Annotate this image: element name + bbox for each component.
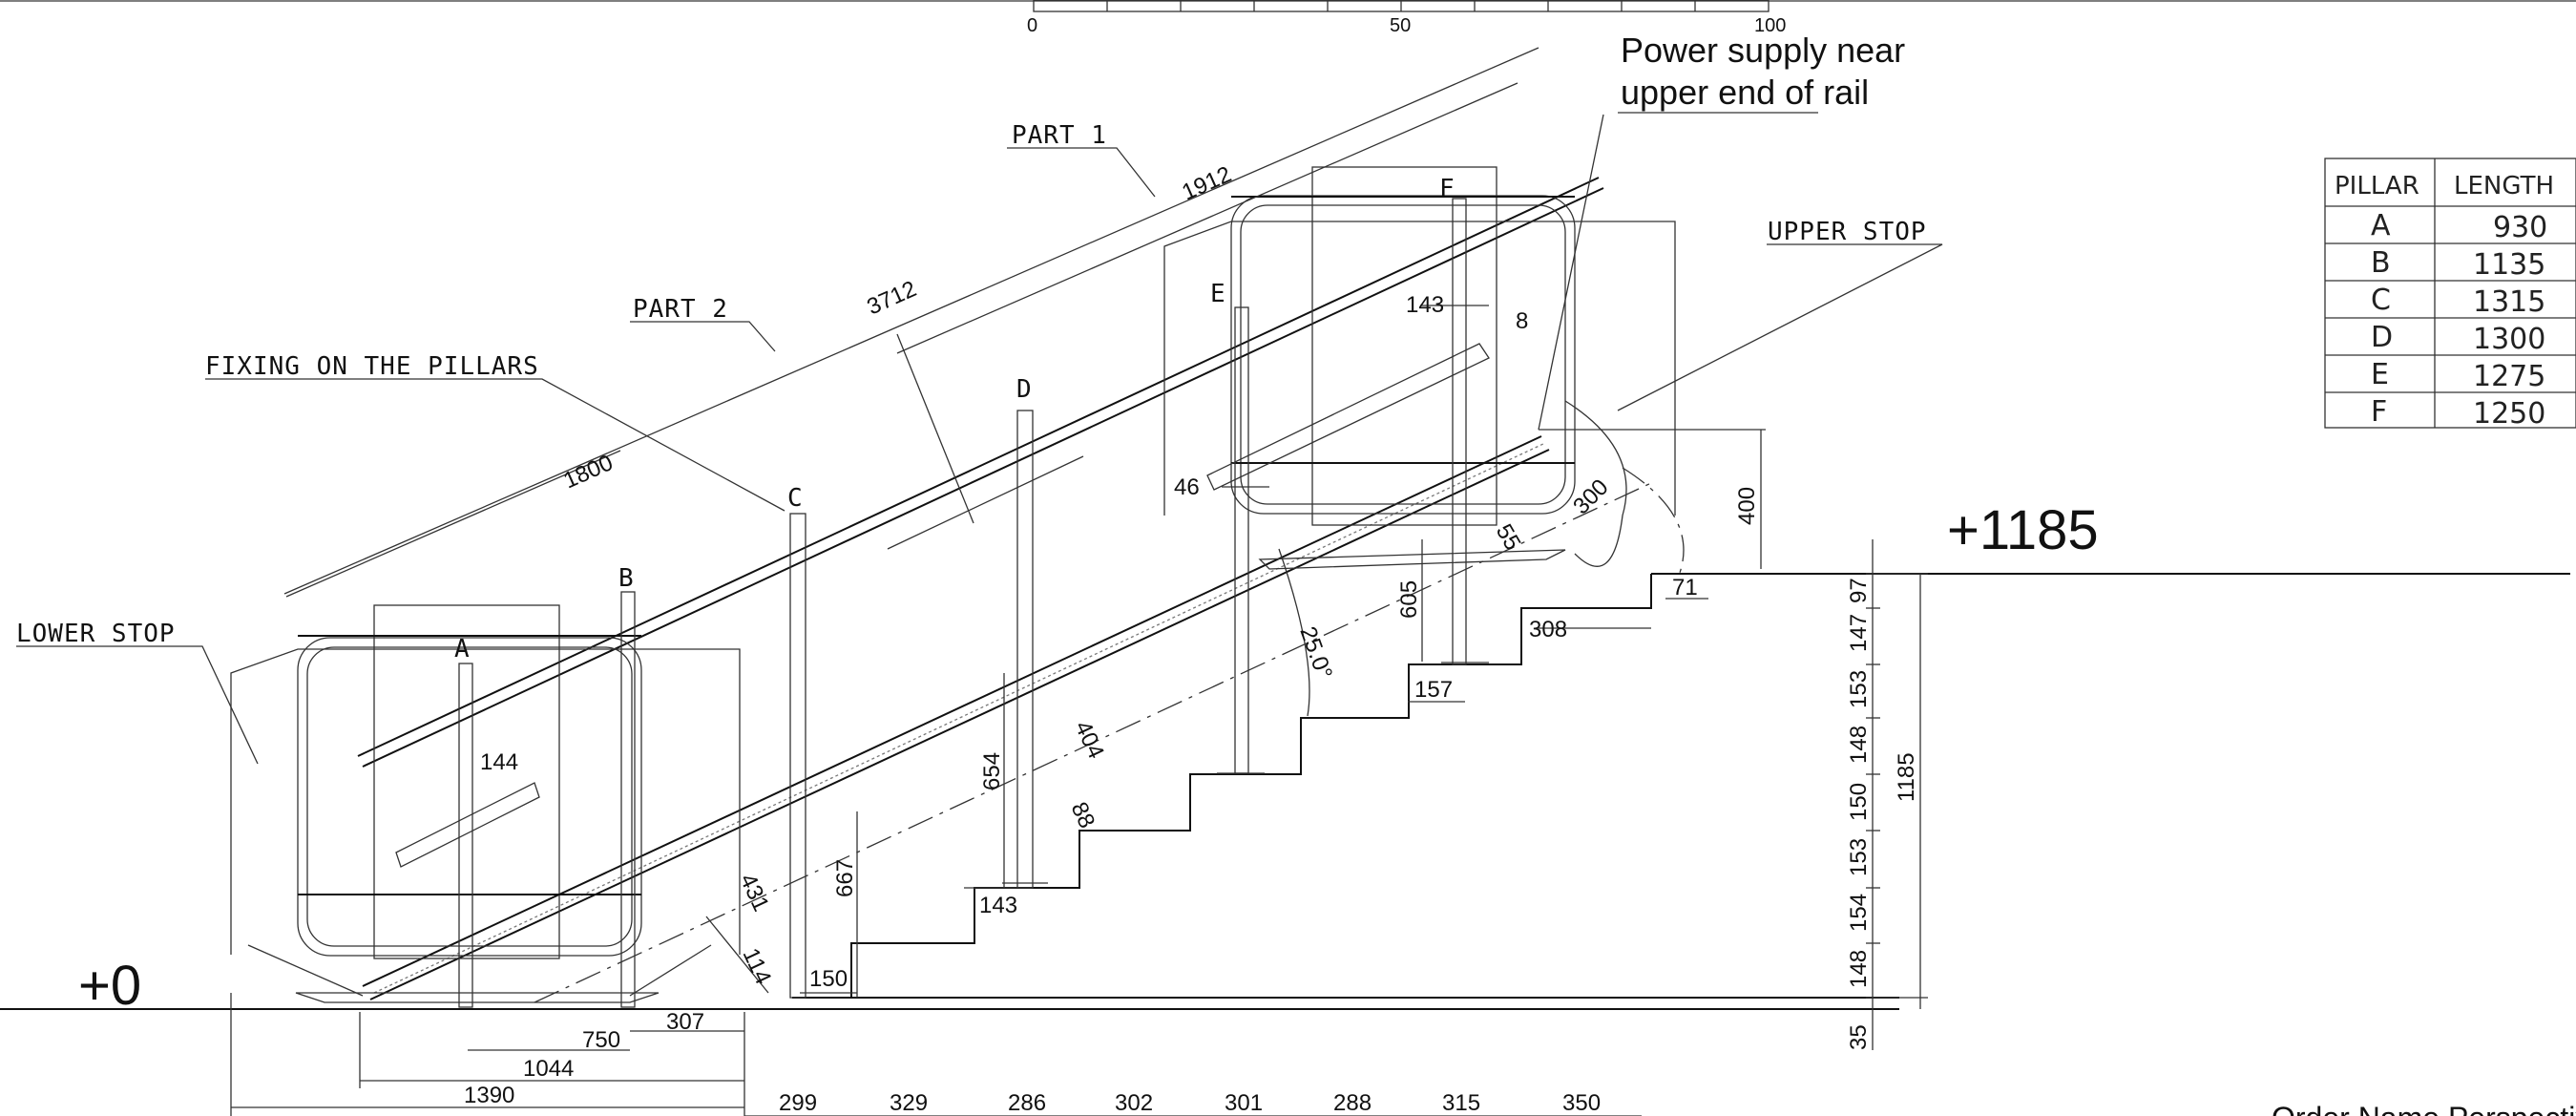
pillar-length-table: PILLAR LENGTH A 930 B 1135 C 1315 D 1300… [2324, 158, 2576, 431]
dim-143-top: 143 [1406, 292, 1444, 318]
riser-4: 148 [1846, 726, 1872, 764]
riser-5: 150 [1846, 783, 1872, 821]
detail-dimension-lines [230, 305, 1766, 1116]
table-cell-pillar: F [2371, 395, 2387, 429]
tread-1: 299 [779, 1090, 817, 1116]
table-cell-pillar: C [2371, 284, 2391, 317]
scale-tick-100: 100 [1754, 15, 1786, 36]
dim-1390: 1390 [464, 1083, 514, 1108]
pillar-a [458, 663, 473, 1008]
pillar-label-c: C [787, 484, 804, 513]
dim-431: 431 [735, 870, 774, 916]
pillar-label-e: E [1210, 280, 1226, 308]
riser-2: 147 [1846, 614, 1872, 652]
pillar-label-d: D [1016, 375, 1033, 404]
pillar-c [789, 513, 806, 999]
dim-654: 654 [979, 752, 1005, 790]
pillar-label-b: B [618, 564, 635, 593]
pillar-b [620, 591, 636, 1008]
scale-bar: 0 50 100 [1027, 0, 1786, 36]
lower-chair [230, 604, 741, 1003]
dim-3712: 3712 [863, 276, 920, 320]
dim-308: 308 [1529, 617, 1567, 642]
riser-8: 148 [1846, 950, 1872, 988]
scale-tick-0: 0 [1027, 15, 1037, 36]
tread-dimension-row: 299 329 286 302 301 288 315 350 [744, 1090, 1642, 1116]
riser-7: 154 [1846, 894, 1872, 932]
dim-143-low: 143 [979, 893, 1017, 918]
leader-lines [16, 112, 1943, 765]
upper-chair [1163, 166, 1676, 570]
dim-400: 400 [1734, 487, 1760, 525]
dim-404: 404 [1070, 717, 1109, 763]
dim-150: 150 [809, 966, 848, 992]
power-note-line-1: Power supply near [1621, 31, 1905, 70]
table-header-pillar: PILLAR [2335, 172, 2419, 200]
dim-46: 46 [1174, 474, 1200, 500]
dim-750: 750 [582, 1027, 620, 1053]
dim-114: 114 [738, 944, 777, 988]
dim-605: 605 [1396, 580, 1422, 619]
label-part-2: PART 2 [633, 295, 728, 324]
riser-3: 153 [1846, 670, 1872, 708]
power-note-line-2: upper end of rail [1621, 73, 1869, 112]
dim-144: 144 [480, 749, 518, 775]
dim-88: 88 [1066, 798, 1100, 832]
scale-tick-50: 50 [1390, 15, 1411, 36]
level-zero: +0 [78, 955, 141, 1017]
table-cell-pillar: E [2371, 358, 2389, 391]
tread-7: 315 [1442, 1090, 1480, 1116]
riser-9: 35 [1846, 1024, 1872, 1050]
pillar-f [1452, 198, 1467, 665]
label-upper-stop: UPPER STOP [1768, 218, 1927, 246]
tread-6: 288 [1333, 1090, 1372, 1116]
riser-dimension-chain [1866, 539, 1928, 1050]
table-cell-pillar: D [2371, 321, 2393, 354]
dim-1044: 1044 [523, 1056, 574, 1082]
title-block-fragment: Order Name Perspective [2272, 1101, 2576, 1116]
level-top: +1185 [1947, 499, 2099, 561]
dim-1912: 1912 [1178, 161, 1235, 205]
tread-5: 301 [1225, 1090, 1263, 1116]
table-cell-length: 930 [2493, 211, 2547, 244]
riser-1: 97 [1846, 578, 1872, 603]
table-cell-length: 1250 [2473, 397, 2545, 431]
pillar-label-f: F [1439, 175, 1456, 203]
dim-307: 307 [666, 1009, 704, 1035]
pillar-e [1234, 306, 1249, 774]
pillar-label-a: A [454, 635, 471, 663]
handrail [357, 177, 1604, 768]
tread-8: 350 [1562, 1090, 1601, 1116]
dim-8: 8 [1516, 308, 1528, 334]
label-lower-stop: LOWER STOP [16, 620, 176, 648]
table-cell-length: 1315 [2473, 285, 2545, 319]
pillars: A B C D E F [454, 175, 1489, 1008]
table-cell-length: 1275 [2473, 360, 2545, 393]
table-cell-pillar: B [2371, 246, 2391, 280]
dim-71: 71 [1672, 575, 1698, 600]
dim-1800: 1800 [559, 450, 617, 494]
tread-4: 302 [1115, 1090, 1153, 1116]
pillar-d [1016, 410, 1034, 889]
dim-157: 157 [1414, 677, 1453, 703]
label-fixing-pillars: FIXING ON THE PILLARS [205, 352, 539, 381]
dimension-lines-top [283, 47, 1539, 598]
staircase-profile [850, 574, 1652, 998]
label-part-1: PART 1 [1012, 121, 1107, 150]
riser-6: 153 [1846, 838, 1872, 876]
dim-667: 667 [832, 859, 858, 897]
table-cell-length: 1135 [2473, 248, 2545, 282]
table-cell-length: 1300 [2473, 323, 2545, 356]
dim-1185: 1185 [1894, 752, 1919, 802]
table-cell-pillar: A [2371, 209, 2391, 242]
tread-3: 286 [1008, 1090, 1046, 1116]
table-header-length: LENGTH [2454, 172, 2554, 200]
tread-2: 329 [890, 1090, 928, 1116]
